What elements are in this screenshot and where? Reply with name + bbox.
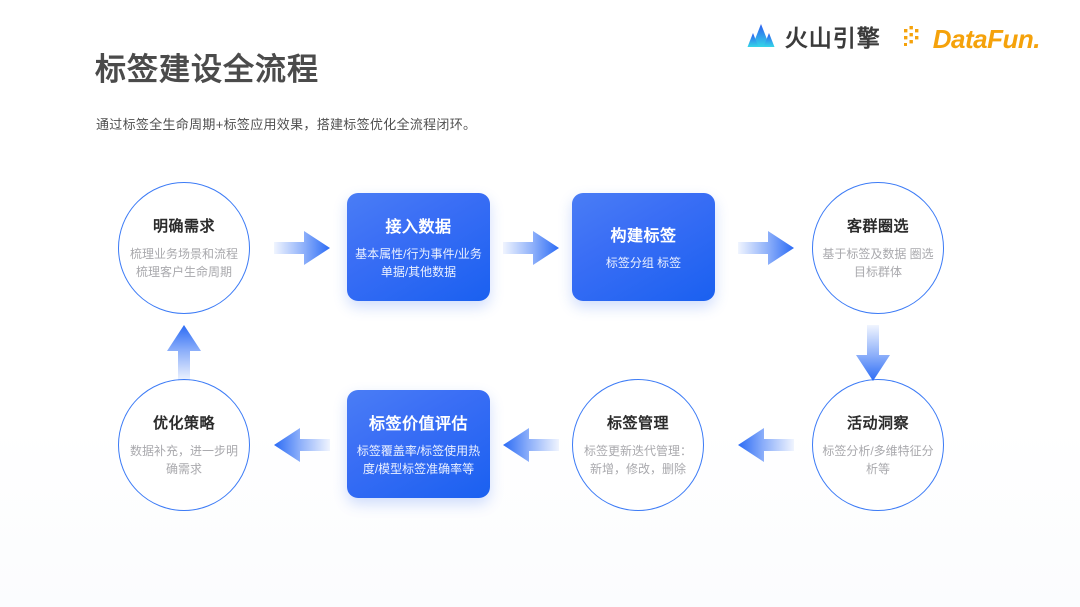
datafun-dots-icon — [903, 24, 929, 53]
arrow-up-icon — [161, 325, 207, 381]
datafun-logo: DataFun. — [903, 23, 1041, 54]
flow-node-title: 标签管理 — [606, 415, 669, 432]
flow-node-title: 接入数据 — [385, 219, 452, 236]
flow-node-desc: 基本属性/行为事件/业务单据/其他数据 — [355, 247, 482, 279]
flow-node-desc: 标签分析/多维特征分析等 — [822, 444, 934, 476]
flow-node-desc: 梳理业务场景和流程 梳理客户生命周期 — [129, 247, 238, 279]
flow-node-title: 明确需求 — [152, 218, 215, 235]
datafun-name: DataFun. — [932, 23, 1041, 54]
flow-node-title: 客群圈选 — [846, 218, 909, 235]
flow-node-box[interactable]: 接入数据 基本属性/行为事件/业务单据/其他数据 — [347, 193, 490, 301]
volcano-mountain-icon — [746, 22, 776, 55]
arrow-down-icon — [850, 325, 896, 381]
flow-node-box[interactable]: 标签价值评估 标签覆盖率/标签使用热度/模型标签准确率等 — [347, 390, 490, 498]
flow-node-desc: 标签覆盖率/标签使用热度/模型标签准确率等 — [356, 444, 481, 476]
flow-node-circle[interactable]: 客群圈选 基于标签及数据 圈选目标群体 — [812, 182, 944, 314]
volcano-engine-logo: 火山引擎 — [746, 22, 881, 55]
flow-node-circle[interactable]: 标签管理 标签更新迭代管理：新增，修改，删除 — [572, 379, 704, 511]
flow-node-title: 活动洞察 — [846, 415, 909, 432]
arrow-right-icon — [738, 225, 794, 271]
flow-node-desc: 数据补充，进一步明确需求 — [129, 444, 238, 476]
flow-node-circle[interactable]: 优化策略 数据补充，进一步明确需求 — [118, 379, 250, 511]
flow-node-circle[interactable]: 明确需求 梳理业务场景和流程 梳理客户生命周期 — [118, 182, 250, 314]
arrow-right-icon — [274, 225, 330, 271]
flow-node-title: 优化策略 — [152, 415, 215, 432]
arrow-left-icon — [503, 422, 559, 468]
flow-node-desc: 基于标签及数据 圈选目标群体 — [822, 247, 934, 279]
page-subtitle: 通过标签全生命周期+标签应用效果，搭建标签优化全流程闭环。 — [96, 117, 477, 132]
flow-node-desc: 标签分组 标签 — [605, 256, 682, 270]
flow-node-title: 标签价值评估 — [368, 416, 468, 433]
brand-bar: 火山引擎 DataFun. — [746, 22, 1041, 55]
flow-node-circle[interactable]: 活动洞察 标签分析/多维特征分析等 — [812, 379, 944, 511]
arrow-right-icon — [503, 225, 559, 271]
arrow-left-icon — [738, 422, 794, 468]
volcano-engine-name: 火山引擎 — [784, 25, 881, 51]
arrow-left-icon — [274, 422, 330, 468]
flow-node-desc: 标签更新迭代管理：新增，修改，删除 — [583, 444, 692, 476]
flow-node-box[interactable]: 构建标签 标签分组 标签 — [572, 193, 715, 301]
page-title: 标签建设全流程 — [95, 52, 319, 87]
flow-node-title: 构建标签 — [610, 228, 677, 245]
